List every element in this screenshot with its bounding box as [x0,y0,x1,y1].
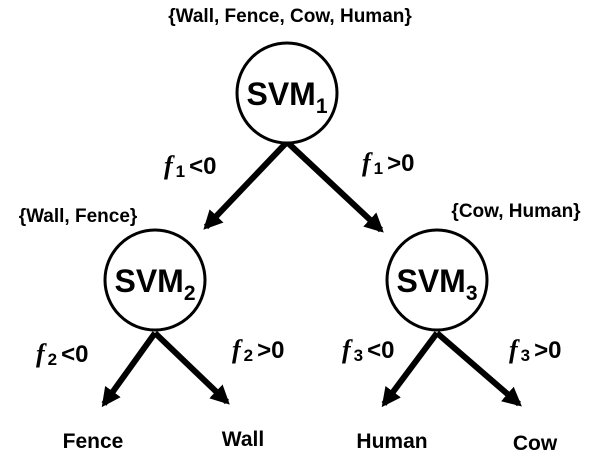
edge-svm3-to-human [381,331,440,408]
condition-f3-less-sub: 3 [354,346,363,365]
condition-f3-less-op: <0 [367,337,394,364]
node-svm2: SVM2 [103,228,207,332]
node-svm3: SVM3 [385,228,489,332]
node-svm2-circle [103,228,207,332]
condition-f1-less-var: f [164,151,175,180]
condition-f3-less-var: f [342,335,353,364]
condition-f1-less-sub: 1 [176,162,185,181]
condition-f2-less-sub: 2 [48,350,57,369]
condition-f3-greater-var: f [509,335,520,364]
node-svm1: SVM1 [235,41,339,145]
node-svm1-label: SVM1 [246,76,327,118]
leaf-cow-label: Cow [513,432,558,455]
node-svm1-label-sub: 1 [316,95,328,118]
node-svm3-circle [385,228,489,332]
condition-f1-greater-var: f [362,148,373,177]
condition-f1-less-op: <0 [189,153,216,180]
condition-f2-greater-op: >0 [257,337,284,364]
edge-svm2-to-wall [152,330,230,405]
condition-f3-greater-sub: 3 [521,346,530,365]
edge-svm2-to-fence [101,331,158,408]
edge-svm3-to-cow [435,330,522,407]
condition-f1-greater-sub: 1 [374,159,383,178]
node-svm1-set-label: {Wall, Fence, Cow, Human} [168,6,412,27]
condition-f2-greater-var: f [232,335,243,364]
node-svm3-label: SVM3 [396,263,477,305]
node-svm2-set-label: {Wall, Fence} [19,206,138,227]
condition-f2-greater-sub: 2 [244,346,253,365]
node-svm3-label-base: SVM [396,263,465,299]
node-svm2-label-sub: 2 [184,282,196,305]
condition-f2-less-var: f [36,339,47,368]
condition-f1-greater-op: >0 [387,150,414,177]
leaf-fence-label: Fence [63,430,124,453]
node-svm2-label-base: SVM [114,263,183,299]
node-svm2-label: SVM2 [114,263,195,305]
condition-f2-less-op: <0 [61,341,88,368]
leaf-human-label: Human [356,430,427,453]
node-svm3-label-sub: 3 [466,282,478,305]
node-svm1-circle [235,41,339,145]
node-svm3-set-label: {Cow, Human} [451,201,581,222]
node-svm1-label-base: SVM [246,76,315,112]
condition-f3-greater-op: >0 [534,337,561,364]
edge-svm1-to-svm2 [203,139,290,230]
edges [101,139,522,408]
leaf-wall-label: Wall [222,428,264,451]
edge-svm1-to-svm3 [284,139,384,233]
